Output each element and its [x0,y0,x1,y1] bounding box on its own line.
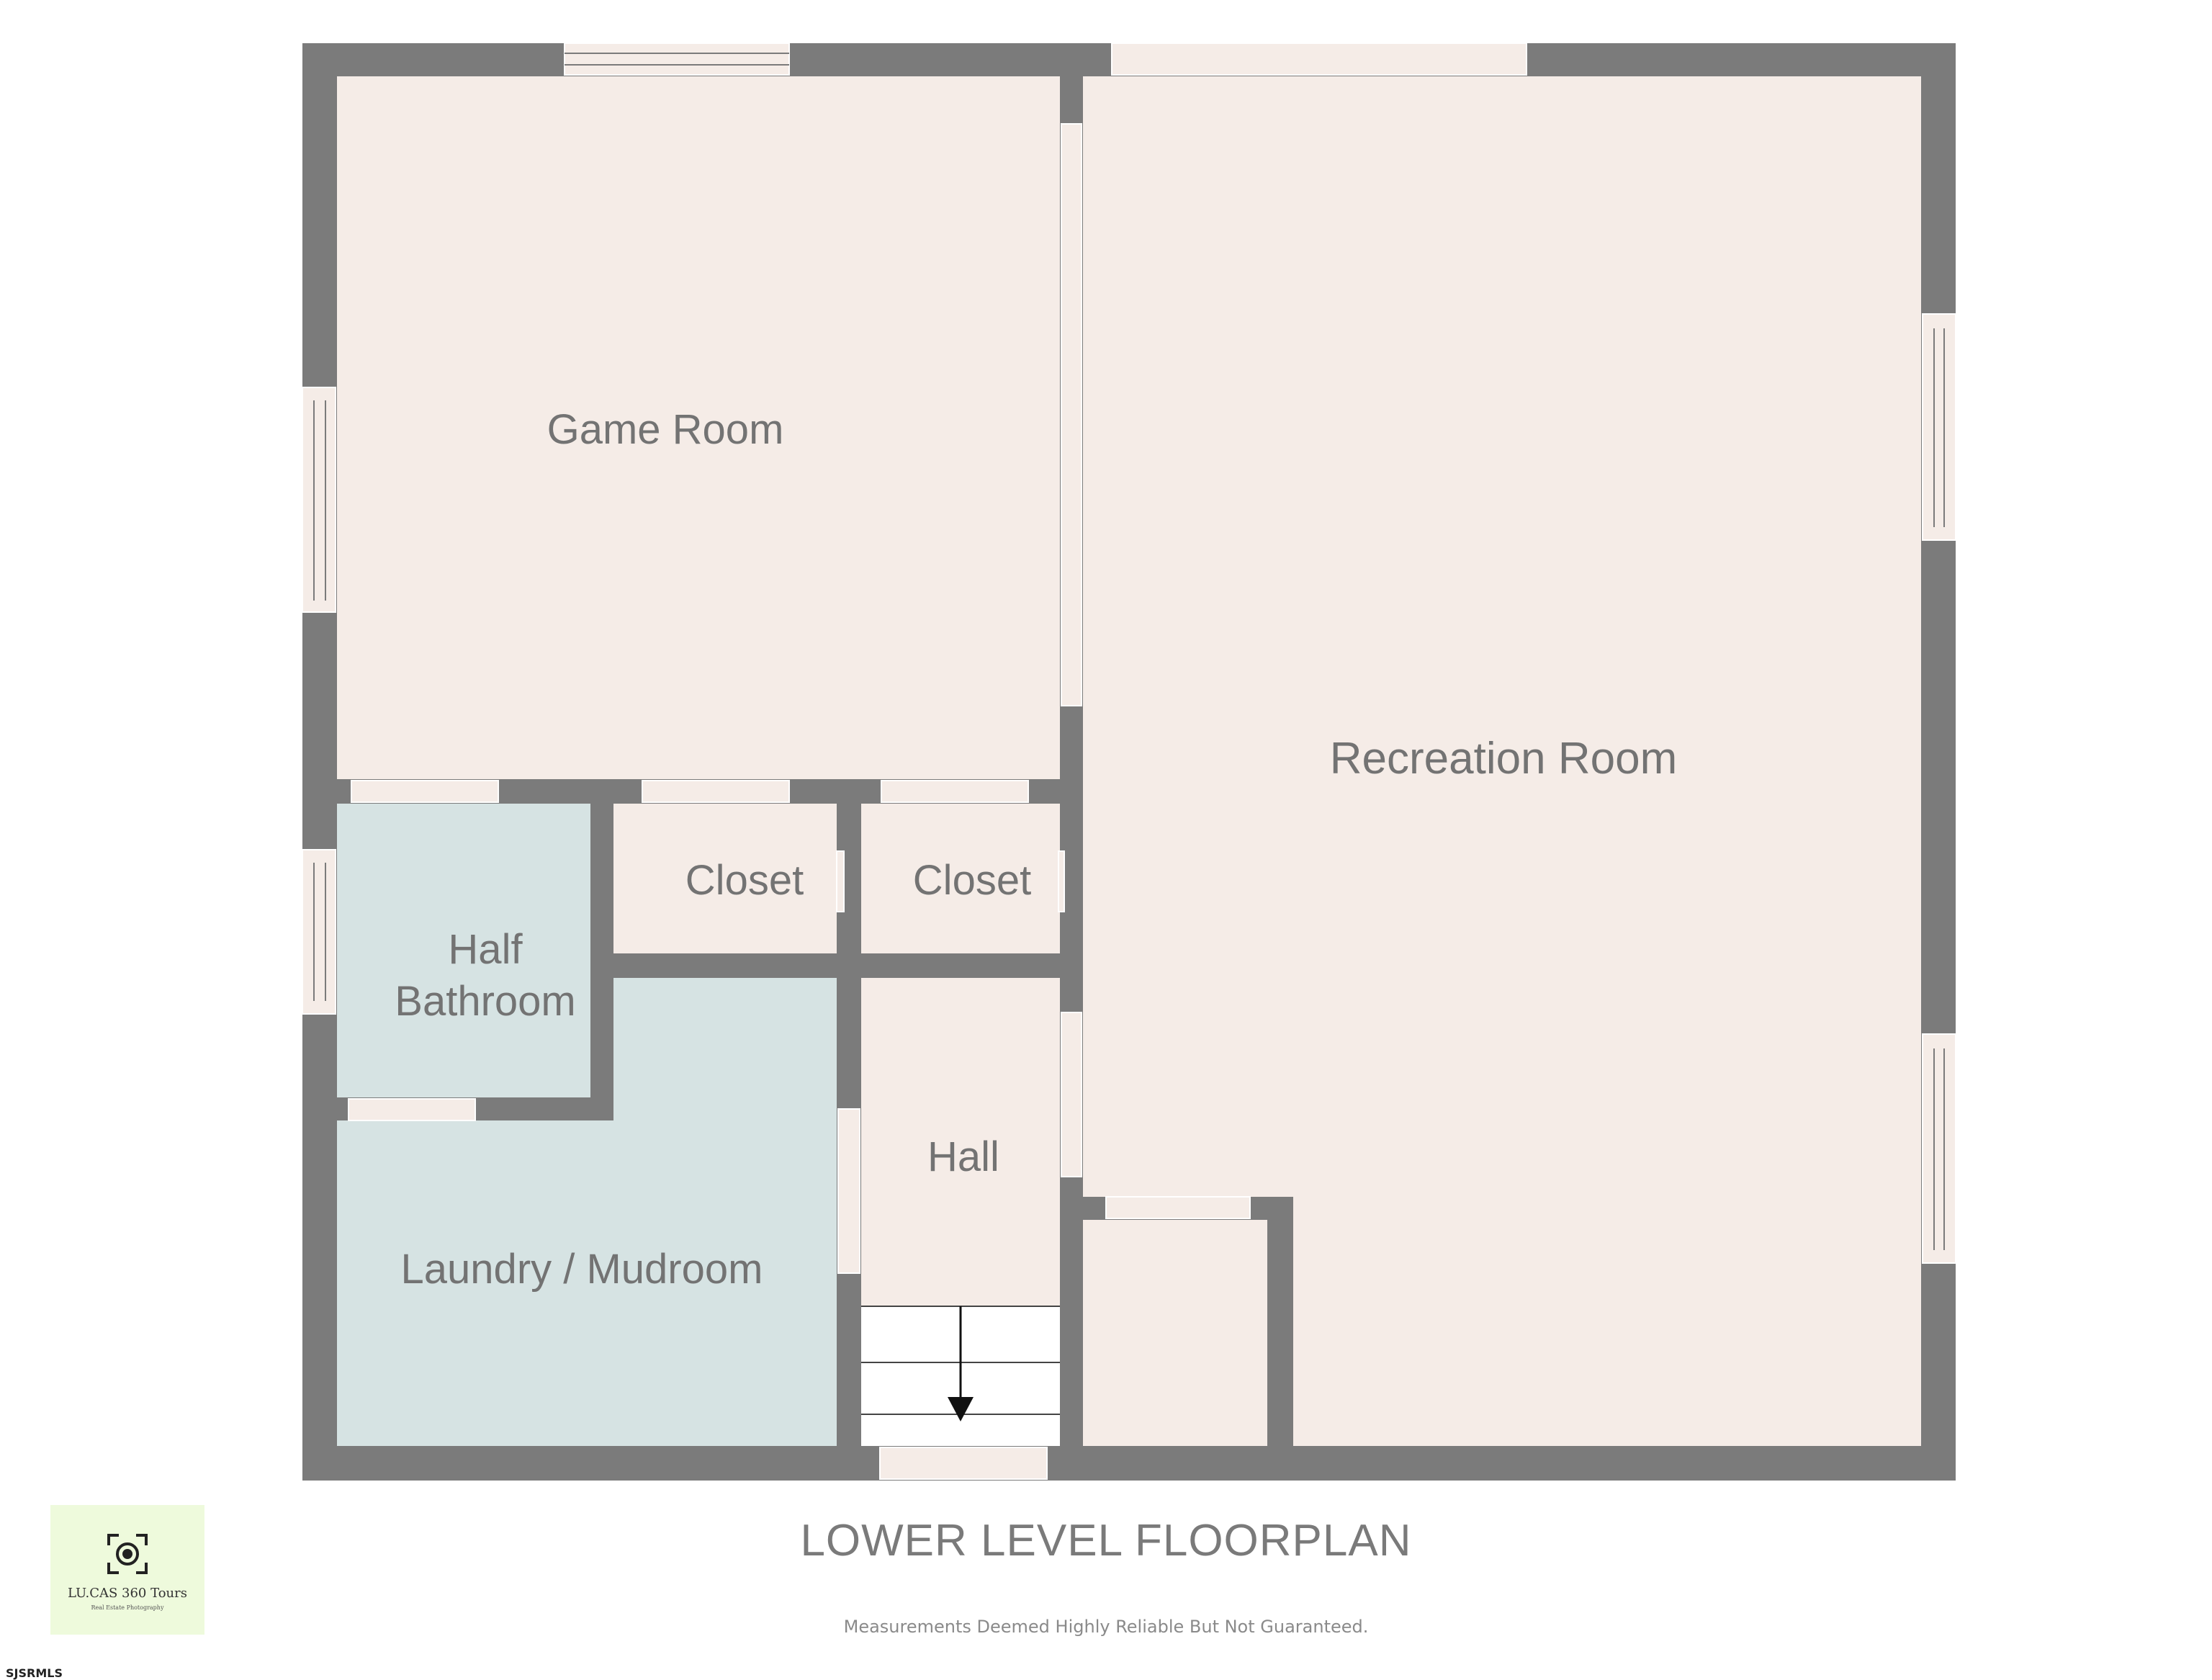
floorplan-title: LOWER LEVEL FLOORPLAN [800,1516,1412,1566]
stairs-down-arrow-icon [948,1397,974,1421]
mls-source-tag: SJSRMLS [6,1666,63,1680]
door-openings [348,123,1251,1274]
label-half-bathroom-line1: Half [448,926,523,973]
label-closet-right: Closet [913,857,1031,904]
label-hall: Hall [927,1133,999,1180]
label-game-room: Game Room [547,406,784,453]
logo-tagline: Real Estate Photography [91,1604,164,1611]
logo-company-name: LU.CAS 360 Tours [68,1586,187,1601]
disclaimer-text: Measurements Deemed Highly Reliable But … [843,1617,1369,1637]
stairs [861,1306,1060,1446]
storage-alcove-floor [1083,1220,1267,1446]
label-recreation-room: Recreation Room [1330,734,1677,783]
camera-aperture-icon [107,1534,148,1574]
closet-right-floor [861,804,1060,953]
windows [302,42,1956,1480]
label-laundry-mudroom: Laundry / Mudroom [401,1246,763,1293]
closet-left-floor [613,804,837,953]
laundry-mudroom-floor [337,978,837,1446]
game-room-floor [337,76,1060,779]
half-bathroom-floor [337,804,590,1097]
label-closet-left: Closet [685,857,804,904]
label-half-bathroom-line2: Bathroom [395,978,575,1025]
company-logo: LU.CAS 360 Tours Real Estate Photography [50,1505,204,1635]
